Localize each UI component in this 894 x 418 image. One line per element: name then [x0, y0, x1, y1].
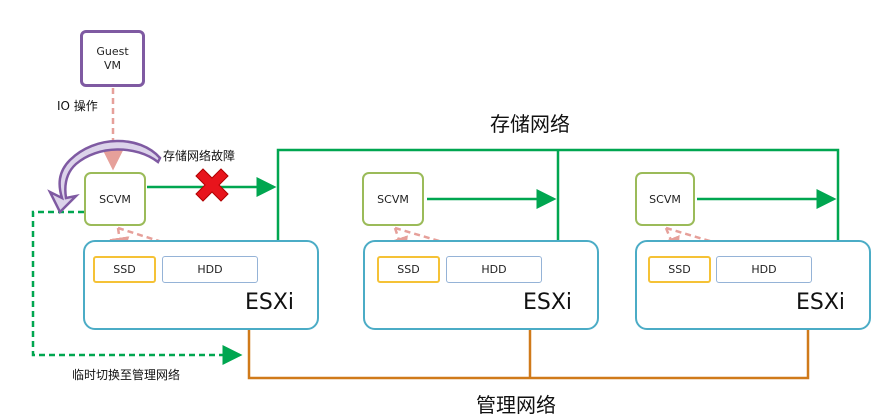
esxi-label-2: ESXi: [523, 290, 573, 315]
failure-x-icon: [195, 168, 229, 202]
hdd-1: HDD: [162, 256, 258, 283]
ssd-3: SSD: [648, 256, 711, 283]
hdd-3: HDD: [716, 256, 812, 283]
hdd-2: HDD: [446, 256, 542, 283]
management-network-label: 管理网络: [476, 393, 556, 417]
esxi-host-1: [83, 240, 319, 330]
management-network-lines: [247, 330, 810, 380]
io-operation-label: IO 操作: [57, 99, 98, 113]
esxi-label-1: ESXi: [245, 290, 295, 315]
guest-vm-label-line2: VM: [103, 58, 121, 72]
scvm-3: SCVM: [635, 172, 695, 226]
esxi-label-3: ESXi: [796, 290, 846, 315]
temp-switch-path: [31, 210, 243, 365]
scvm-1: SCVM: [84, 172, 146, 226]
ssd-2: SSD: [377, 256, 440, 283]
temporary-switch-label: 临时切换至管理网络: [72, 368, 181, 382]
redirect-curve-arrow: [47, 139, 162, 215]
guest-vm-box: Guest VM: [80, 30, 145, 87]
esxi-host-2: [363, 240, 599, 330]
esxi-host-3: [635, 240, 871, 330]
storage-network-lines: [147, 148, 840, 240]
storage-network-failure-label: 存储网络故障: [163, 149, 236, 163]
ssd-1: SSD: [93, 256, 156, 283]
storage-network-label: 存储网络: [490, 112, 570, 136]
guest-vm-label-line1: Guest: [96, 44, 129, 58]
scvm-2: SCVM: [362, 172, 424, 226]
